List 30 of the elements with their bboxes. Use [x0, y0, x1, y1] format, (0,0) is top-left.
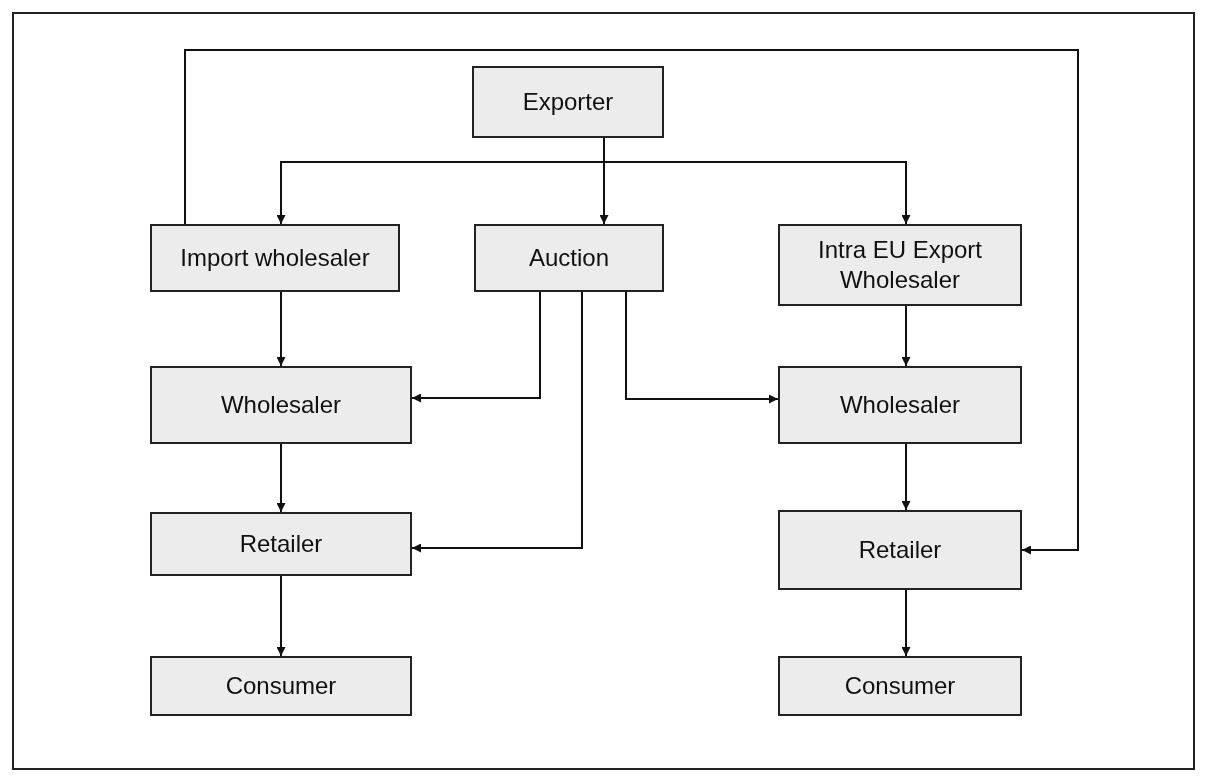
process-box [150, 366, 412, 444]
box-label: Intra EU Export Wholesaler [816, 235, 984, 295]
arrow [901, 589, 911, 657]
arrow [276, 291, 286, 367]
process-box [150, 224, 400, 292]
box-label: Consumer [844, 671, 956, 701]
process-box [474, 224, 664, 292]
box-label: Consumer [225, 671, 337, 701]
process-box [778, 366, 1022, 444]
process-box [150, 656, 412, 716]
arrow [901, 443, 911, 511]
box-label: Exporter [522, 87, 614, 117]
arrow [625, 291, 779, 404]
arrow [411, 291, 541, 403]
process-box [778, 656, 1022, 716]
box-label: Auction [528, 243, 610, 273]
box-label: Retailer [858, 535, 942, 565]
process-box [150, 512, 412, 576]
arrow [184, 49, 1079, 555]
process-box [472, 66, 664, 138]
box-label: Import wholesaler [180, 243, 370, 273]
process-box [778, 224, 1022, 306]
box-label: Retailer [239, 529, 323, 559]
arrow [276, 575, 286, 657]
arrow [276, 443, 286, 513]
arrow [901, 305, 911, 367]
box-label: Wholesaler [839, 390, 960, 420]
process-box [778, 510, 1022, 590]
box-label: Wholesaler [220, 390, 341, 420]
arrow [411, 291, 583, 553]
